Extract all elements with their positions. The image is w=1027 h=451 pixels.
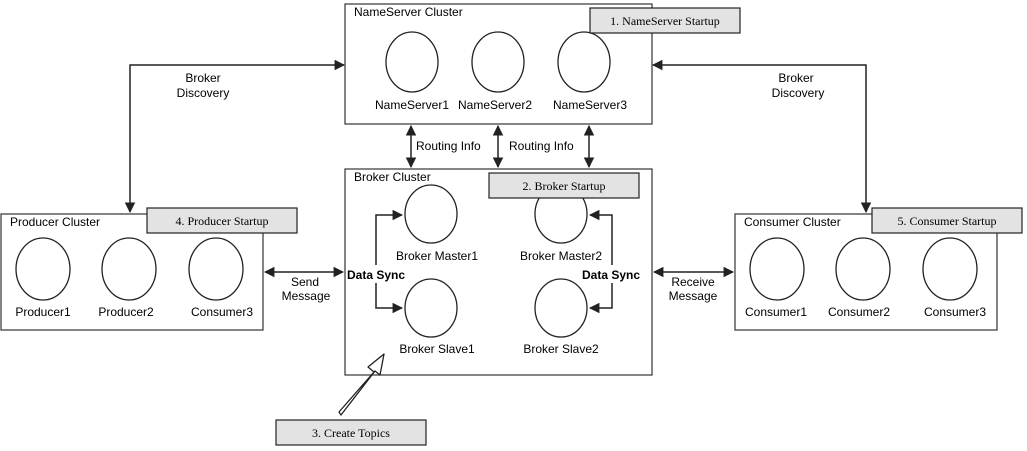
broker-discovery-right-label-1: Broker <box>778 71 813 85</box>
step-create-topics: 3. Create Topics <box>275 419 427 446</box>
consumer2-node <box>835 237 891 301</box>
step-2-label: 2. Broker Startup <box>523 179 606 193</box>
data-sync-right-label: Data Sync <box>582 268 640 282</box>
step-3-label: 3. Create Topics <box>312 426 390 440</box>
routing-info-label-1: Routing Info <box>416 139 481 153</box>
data-sync-right-arrow <box>588 209 613 314</box>
consumer1-node <box>749 237 805 301</box>
nameserver-cluster-title: NameServer Cluster <box>354 5 463 19</box>
data-sync-left-label: Data Sync <box>347 268 405 282</box>
broker-cluster-title: Broker Cluster <box>354 170 431 184</box>
producer-consumer3-label: Consumer3 <box>191 305 253 319</box>
consumer1-label: Consumer1 <box>745 305 807 319</box>
step-1-label: 1. NameServer Startup <box>610 14 720 28</box>
producer-consumer3-node <box>188 237 244 301</box>
broker-slave2-node <box>534 278 588 338</box>
data-sync-right-label-bg <box>580 265 646 283</box>
consumer-cluster-title: Consumer Cluster <box>744 215 841 229</box>
consumer3-label: Consumer3 <box>924 305 986 319</box>
broker-discovery-left-label-1: Broker <box>185 71 220 85</box>
nameserver3-node <box>557 31 611 93</box>
consumer3-node <box>922 237 978 301</box>
nameserver2-node <box>471 31 525 93</box>
step-5-label: 5. Consumer Startup <box>898 214 997 228</box>
broker-discovery-left-label-2: Discovery <box>177 86 230 100</box>
broker-discovery-right-label-2: Discovery <box>772 86 825 100</box>
broker-discovery-right-arrow <box>651 59 872 214</box>
step-4-label: 4. Producer Startup <box>176 214 269 228</box>
send-message-label-2: Message <box>282 289 331 303</box>
nameserver1-node <box>385 31 439 93</box>
broker-master1-label: Broker Master1 <box>396 249 478 263</box>
producer1-node <box>15 237 71 301</box>
broker-slave1-label: Broker Slave1 <box>399 342 475 356</box>
step-nameserver-startup: 1. NameServer Startup <box>589 7 741 34</box>
data-sync-left-arrow <box>375 209 404 314</box>
nameserver2-label: NameServer2 <box>458 98 532 112</box>
routing-info-label-2: Routing Info <box>509 139 574 153</box>
receive-message-label-1: Receive <box>671 275 715 289</box>
data-sync-left-label-bg <box>346 265 382 283</box>
step-producer-startup: 4. Producer Startup <box>146 207 298 234</box>
step-broker-startup: 2. Broker Startup <box>488 172 640 199</box>
receive-message-label-2: Message <box>669 289 718 303</box>
broker-slave2-label: Broker Slave2 <box>523 342 599 356</box>
send-message-label-1: Send <box>291 275 319 289</box>
create-topics-arrow <box>338 353 385 416</box>
nameserver1-label: NameServer1 <box>375 98 449 112</box>
step-consumer-startup: 5. Consumer Startup <box>871 207 1023 234</box>
producer2-node <box>101 237 157 301</box>
producer1-label: Producer1 <box>15 305 71 319</box>
broker-discovery-left-arrow <box>124 59 346 214</box>
producer-cluster-title: Producer Cluster <box>10 215 100 229</box>
broker-slave1-node <box>404 278 458 338</box>
producer2-label: Producer2 <box>98 305 154 319</box>
broker-master2-label: Broker Master2 <box>520 249 602 263</box>
broker-master1-node <box>404 184 458 244</box>
consumer2-label: Consumer2 <box>828 305 890 319</box>
nameserver3-label: NameServer3 <box>553 98 627 112</box>
